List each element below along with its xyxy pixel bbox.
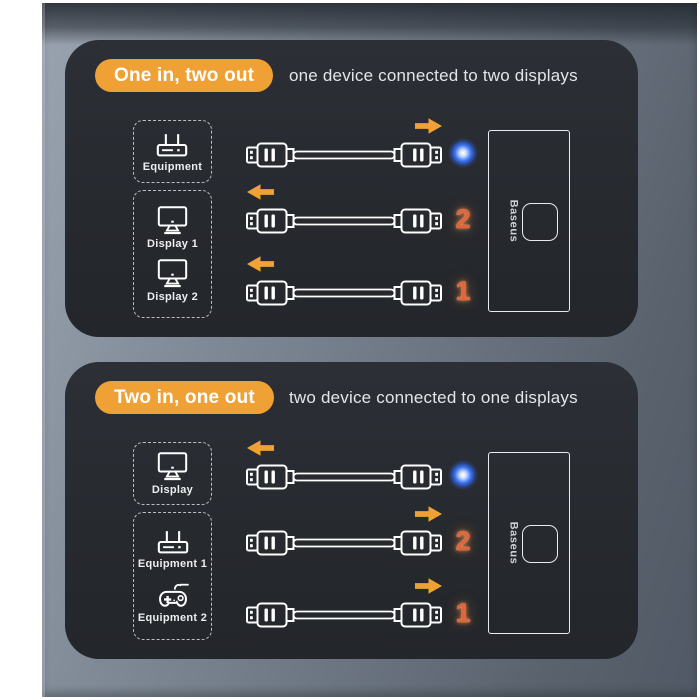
display-2-item: Display 2 [147,258,198,303]
display-2-label: Display 2 [146,291,198,304]
monitor-icon [157,259,188,288]
photo-backdrop: One in, two out one device connected to … [42,3,697,697]
display-box: Display [133,442,212,505]
led-icon [448,138,478,168]
power-led-indicator [446,460,480,490]
arrow-left-icon [246,256,275,272]
source-box: Equipment [133,120,212,183]
equipment-1-item: Equipment 1 [138,528,207,570]
equipment-item: Equipment [143,131,203,173]
monitor-icon [157,452,188,481]
hdmi-cable-icon [245,523,443,563]
arrow-right-icon [414,118,443,134]
hdmi-cable-icon [245,457,443,497]
router-icon [157,132,188,156]
hdmi-cable-icon [245,201,443,241]
gamepad-icon [158,583,190,607]
arrow-left-icon [246,440,275,456]
port-number-2: 2 [455,204,471,234]
switch-device: Baseus [488,130,570,312]
mode-badge: One in, two out [95,59,274,92]
equipment-label: Equipment [142,160,203,173]
equipment-1-label: Equipment 1 [137,558,208,570]
display-item: Display [152,451,193,496]
hdmi-cable-icon [245,273,443,313]
equipment-2-item: Equipment 2 [138,580,207,624]
baseus-logo: Baseus [507,199,520,243]
panel-two-in-one-out: Two in, one out two device connected to … [65,362,638,659]
arrow-right-icon [414,506,443,522]
select-button [522,203,558,241]
display-label: Display [151,484,194,496]
displays-box: Display 1 Display 2 [133,190,212,318]
port-number-2: 2 [455,526,471,556]
power-led-indicator [446,138,480,168]
port-number-1: 1 [455,598,471,628]
router-icon [157,530,188,554]
monitor-icon [157,205,188,234]
arrow-right-icon [414,578,443,594]
display-1-item: Display 1 [147,205,198,250]
display-1-label: Display 1 [146,237,198,250]
equipments-box: Equipment 1 Equipment 2 [133,512,212,640]
panel-one-in-two-out: One in, two out one device connected to … [65,40,638,337]
mode-badge: Two in, one out [95,381,274,414]
hdmi-cable-icon [245,135,443,175]
baseus-logo: Baseus [507,521,520,565]
switch-device: Baseus [488,452,570,634]
mode-description: one device connected to two displays [289,66,578,85]
port-number-1: 1 [455,276,471,306]
select-button [522,525,558,563]
mode-description: two device connected to one displays [289,388,578,407]
led-icon [448,460,478,490]
arrow-left-icon [246,184,275,200]
equipment-2-label: Equipment 2 [137,612,208,624]
hdmi-cable-icon [245,595,443,635]
